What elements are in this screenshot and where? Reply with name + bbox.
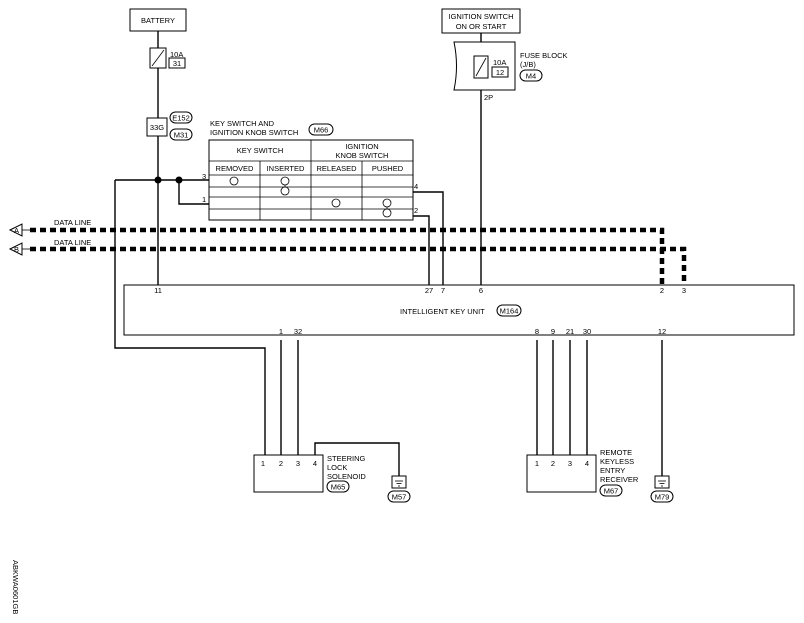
key-switch-title-2: IGNITION KNOB SWITCH — [210, 128, 298, 137]
data-line-a-label: DATA LINE — [54, 218, 91, 227]
solenoid-label-1: STEERING — [327, 454, 366, 463]
receiver-label-1: REMOTE — [600, 448, 632, 457]
unit-pin-1: 1 — [279, 327, 283, 336]
fusible-link: 33G E152 M31 — [146, 111, 193, 141]
receiver-label-4: RECEIVER — [600, 475, 639, 484]
knob-switch-group-label-2: KNOB SWITCH — [336, 151, 389, 160]
receiver-pin-4: 4 — [585, 459, 589, 468]
key-switch-pin-2: 2 — [414, 206, 418, 215]
fuse-block-label-2: (J/B) — [520, 60, 536, 69]
continuity-circle — [331, 198, 341, 208]
fusible-link-id: 33G — [150, 123, 164, 132]
steering-lock-solenoid: 1 2 3 4 STEERING LOCK SOLENOID M65 — [253, 454, 366, 493]
unit-pin-11: 11 — [154, 286, 162, 295]
ignition-switch-block: IGNITION SWITCH ON OR START — [441, 8, 521, 34]
data-line-b-marker: B — [14, 245, 19, 254]
key-switch-pin-3: 3 — [202, 172, 206, 181]
continuity-circle — [229, 176, 239, 186]
unit-pin-3: 3 — [682, 286, 686, 295]
ignition-label-1: IGNITION SWITCH — [449, 12, 514, 21]
intelligent-key-unit: INTELLIGENT KEY UNIT M164 11 27 7 6 2 3 … — [123, 284, 795, 336]
fuse-block-fuse-number: 12 — [496, 68, 504, 77]
ground-icon: M57 — [387, 475, 411, 503]
unit-pin-9: 9 — [551, 327, 555, 336]
solenoid-pin-1: 1 — [261, 459, 265, 468]
col-inserted: INSERTED — [267, 164, 305, 173]
solenoid-pin-4: 4 — [313, 459, 317, 468]
unit-pin-21: 21 — [566, 327, 574, 336]
key-switch-conn: M66 — [314, 126, 329, 135]
receiver-pin-2: 2 — [551, 459, 555, 468]
unit-pin-30: 30 — [583, 327, 591, 336]
col-pushed: PUSHED — [372, 164, 404, 173]
remote-keyless-entry-receiver: 1 2 3 4 REMOTE KEYLESS ENTRY RECEIVER M6… — [526, 448, 639, 497]
battery-fuse-number: 31 — [173, 59, 181, 68]
unit-pin-7: 7 — [441, 286, 445, 295]
solenoid-conn: M65 — [331, 483, 346, 492]
ignition-label-2: ON OR START — [456, 22, 507, 31]
unit-pin-12: 12 — [658, 327, 666, 336]
data-line-b-label: DATA LINE — [54, 238, 91, 247]
unit-pin-2: 2 — [660, 286, 664, 295]
receiver-label-2: KEYLESS — [600, 457, 634, 466]
col-released: RELEASED — [316, 164, 357, 173]
battery-block: BATTERY — [129, 8, 187, 32]
solenoid-label-2: LOCK — [327, 463, 347, 472]
fusible-link-conn-bottom: M31 — [174, 131, 189, 140]
receiver-pin-3: 3 — [568, 459, 572, 468]
fusible-link-conn-top: E152 — [172, 114, 190, 123]
col-removed: REMOVED — [216, 164, 255, 173]
receiver-label-3: ENTRY — [600, 466, 625, 475]
ground-icon: M79 — [650, 475, 674, 503]
fuse-block-amp: 10A — [493, 58, 506, 67]
data-line-a-marker: A — [14, 226, 19, 235]
fuse-block-conn: M4 — [526, 72, 536, 81]
solenoid-pin-3: 3 — [296, 459, 300, 468]
data-line-a: A DATA LINE — [8, 218, 665, 285]
solenoid-label-3: SOLENOID — [327, 472, 366, 481]
battery-fuse-amp: 10A — [170, 50, 183, 59]
key-switch-pin-1: 1 — [202, 195, 206, 204]
document-code: ABKWA0601GB — [11, 560, 20, 614]
fuse-block-pin: 2P — [484, 93, 493, 102]
unit-pin-8: 8 — [535, 327, 539, 336]
unit-label: INTELLIGENT KEY UNIT — [400, 307, 485, 316]
key-switch-group-label: KEY SWITCH — [237, 146, 284, 155]
unit-pin-6: 6 — [479, 286, 483, 295]
fuse-block-label-1: FUSE BLOCK — [520, 51, 568, 60]
unit-pin-32: 32 — [294, 327, 302, 336]
unit-conn: M164 — [500, 307, 519, 316]
key-switch-title-1: KEY SWITCH AND — [210, 119, 275, 128]
battery-label: BATTERY — [141, 16, 175, 25]
solenoid-pin-2: 2 — [279, 459, 283, 468]
receiver-conn: M67 — [604, 487, 619, 496]
data-line-b: B DATA LINE — [8, 238, 687, 285]
knob-switch-group-label-1: IGNITION — [345, 142, 378, 151]
unit-pin-27: 27 — [425, 286, 433, 295]
ground-m57-label: M57 — [392, 493, 407, 502]
battery-fuse: 10A 31 — [149, 47, 186, 69]
receiver-pin-1: 1 — [535, 459, 539, 468]
key-switch-block: KEY SWITCH AND IGNITION KNOB SWITCH M66 … — [202, 119, 418, 221]
fuse-block: 10A 12 FUSE BLOCK (J/B) M4 2P — [453, 41, 568, 102]
ground-m79-label: M79 — [655, 493, 670, 502]
key-switch-pin-4: 4 — [414, 182, 418, 191]
